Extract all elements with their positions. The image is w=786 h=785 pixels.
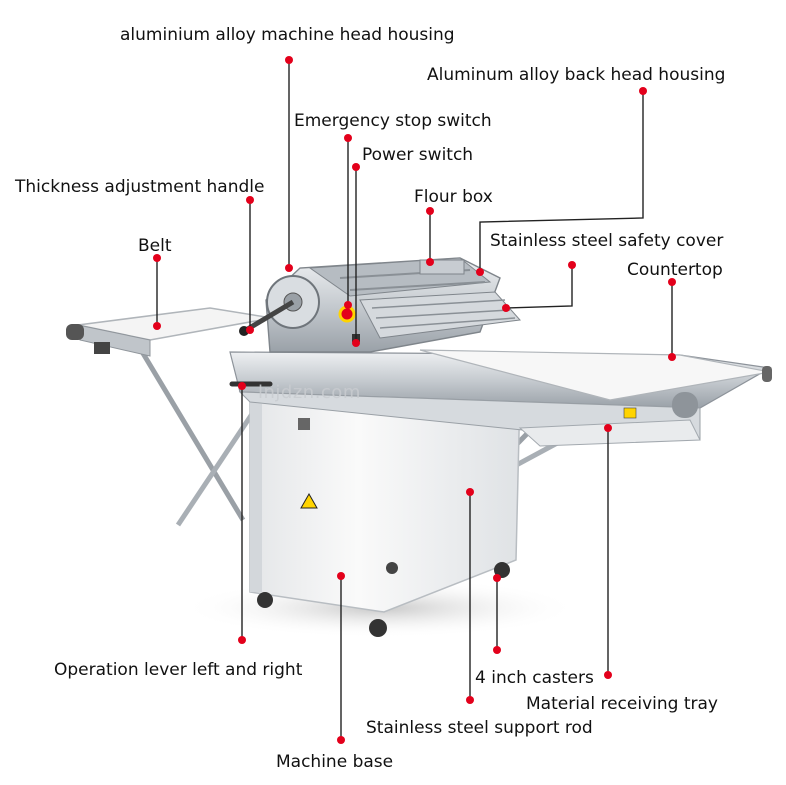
leader-receiving-tray-start-dot xyxy=(604,671,612,679)
leader-back-head-housing-end-dot xyxy=(476,268,484,276)
machine-base-side xyxy=(250,402,262,592)
cabinet-switch-plate xyxy=(298,418,310,430)
caster-1 xyxy=(257,592,273,608)
label-machine-base: Machine base xyxy=(276,752,393,772)
label-safety-cover: Stainless steel safety cover xyxy=(490,231,723,251)
leader-machine-base-end-dot xyxy=(337,572,345,580)
leader-flour-box-start-dot xyxy=(426,207,434,215)
leader-countertop-end-dot xyxy=(668,353,676,361)
emergency-stop-part xyxy=(340,307,354,321)
leader-support-rod-end-dot xyxy=(466,488,474,496)
leader-emergency-stop-start-dot xyxy=(344,134,352,142)
leader-safety-cover-end-dot xyxy=(502,304,510,312)
label-casters: 4 inch casters xyxy=(475,668,594,688)
label-power-switch: Power switch xyxy=(362,145,473,165)
label-belt: Belt xyxy=(138,236,172,256)
caster-4 xyxy=(386,562,398,574)
leader-casters-end-dot xyxy=(493,574,501,582)
caster-2 xyxy=(369,619,387,637)
belt-right-end xyxy=(762,366,772,382)
belt-left-roller xyxy=(66,324,84,340)
label-operation-lever: Operation lever left and right xyxy=(54,660,302,680)
label-flour-box: Flour box xyxy=(414,187,493,207)
leader-thickness-handle-start-dot xyxy=(246,196,254,204)
leader-power-switch-end-dot xyxy=(352,339,360,347)
label-support-rod: Stainless steel support rod xyxy=(366,718,593,738)
support-rod-left xyxy=(138,345,243,520)
label-head-housing: aluminium alloy machine head housing xyxy=(120,25,455,45)
tray-warning-sticker xyxy=(624,408,636,418)
label-emergency-stop: Emergency stop switch xyxy=(294,111,492,131)
belt-left-box xyxy=(94,342,110,354)
leader-receiving-tray-end-dot xyxy=(604,424,612,432)
leader-support-rod-start-dot xyxy=(466,696,474,704)
leader-machine-base-start-dot xyxy=(337,736,345,744)
leader-safety-cover xyxy=(506,265,572,308)
leader-casters-start-dot xyxy=(493,646,501,654)
leader-operation-lever-end-dot xyxy=(238,382,246,390)
leader-emergency-stop-end-dot xyxy=(344,301,352,309)
belt-right-roller xyxy=(672,392,698,418)
watermark: lnjdzn.com xyxy=(258,382,361,403)
leader-power-switch-start-dot xyxy=(352,163,360,171)
leader-thickness-handle-end-dot xyxy=(246,326,254,334)
leader-operation-lever-start-dot xyxy=(238,636,246,644)
label-thickness-handle: Thickness adjustment handle xyxy=(15,177,264,197)
leader-safety-cover-start-dot xyxy=(568,261,576,269)
leader-back-head-housing-start-dot xyxy=(639,87,647,95)
leader-belt-end-dot xyxy=(153,322,161,330)
label-back-head-housing: Aluminum alloy back head housing xyxy=(427,65,725,85)
label-countertop: Countertop xyxy=(627,260,723,280)
leader-head-housing-end-dot xyxy=(285,264,293,272)
leader-head-housing-start-dot xyxy=(285,56,293,64)
label-receiving-tray: Material receiving tray xyxy=(526,694,718,714)
leader-flour-box-end-dot xyxy=(426,258,434,266)
